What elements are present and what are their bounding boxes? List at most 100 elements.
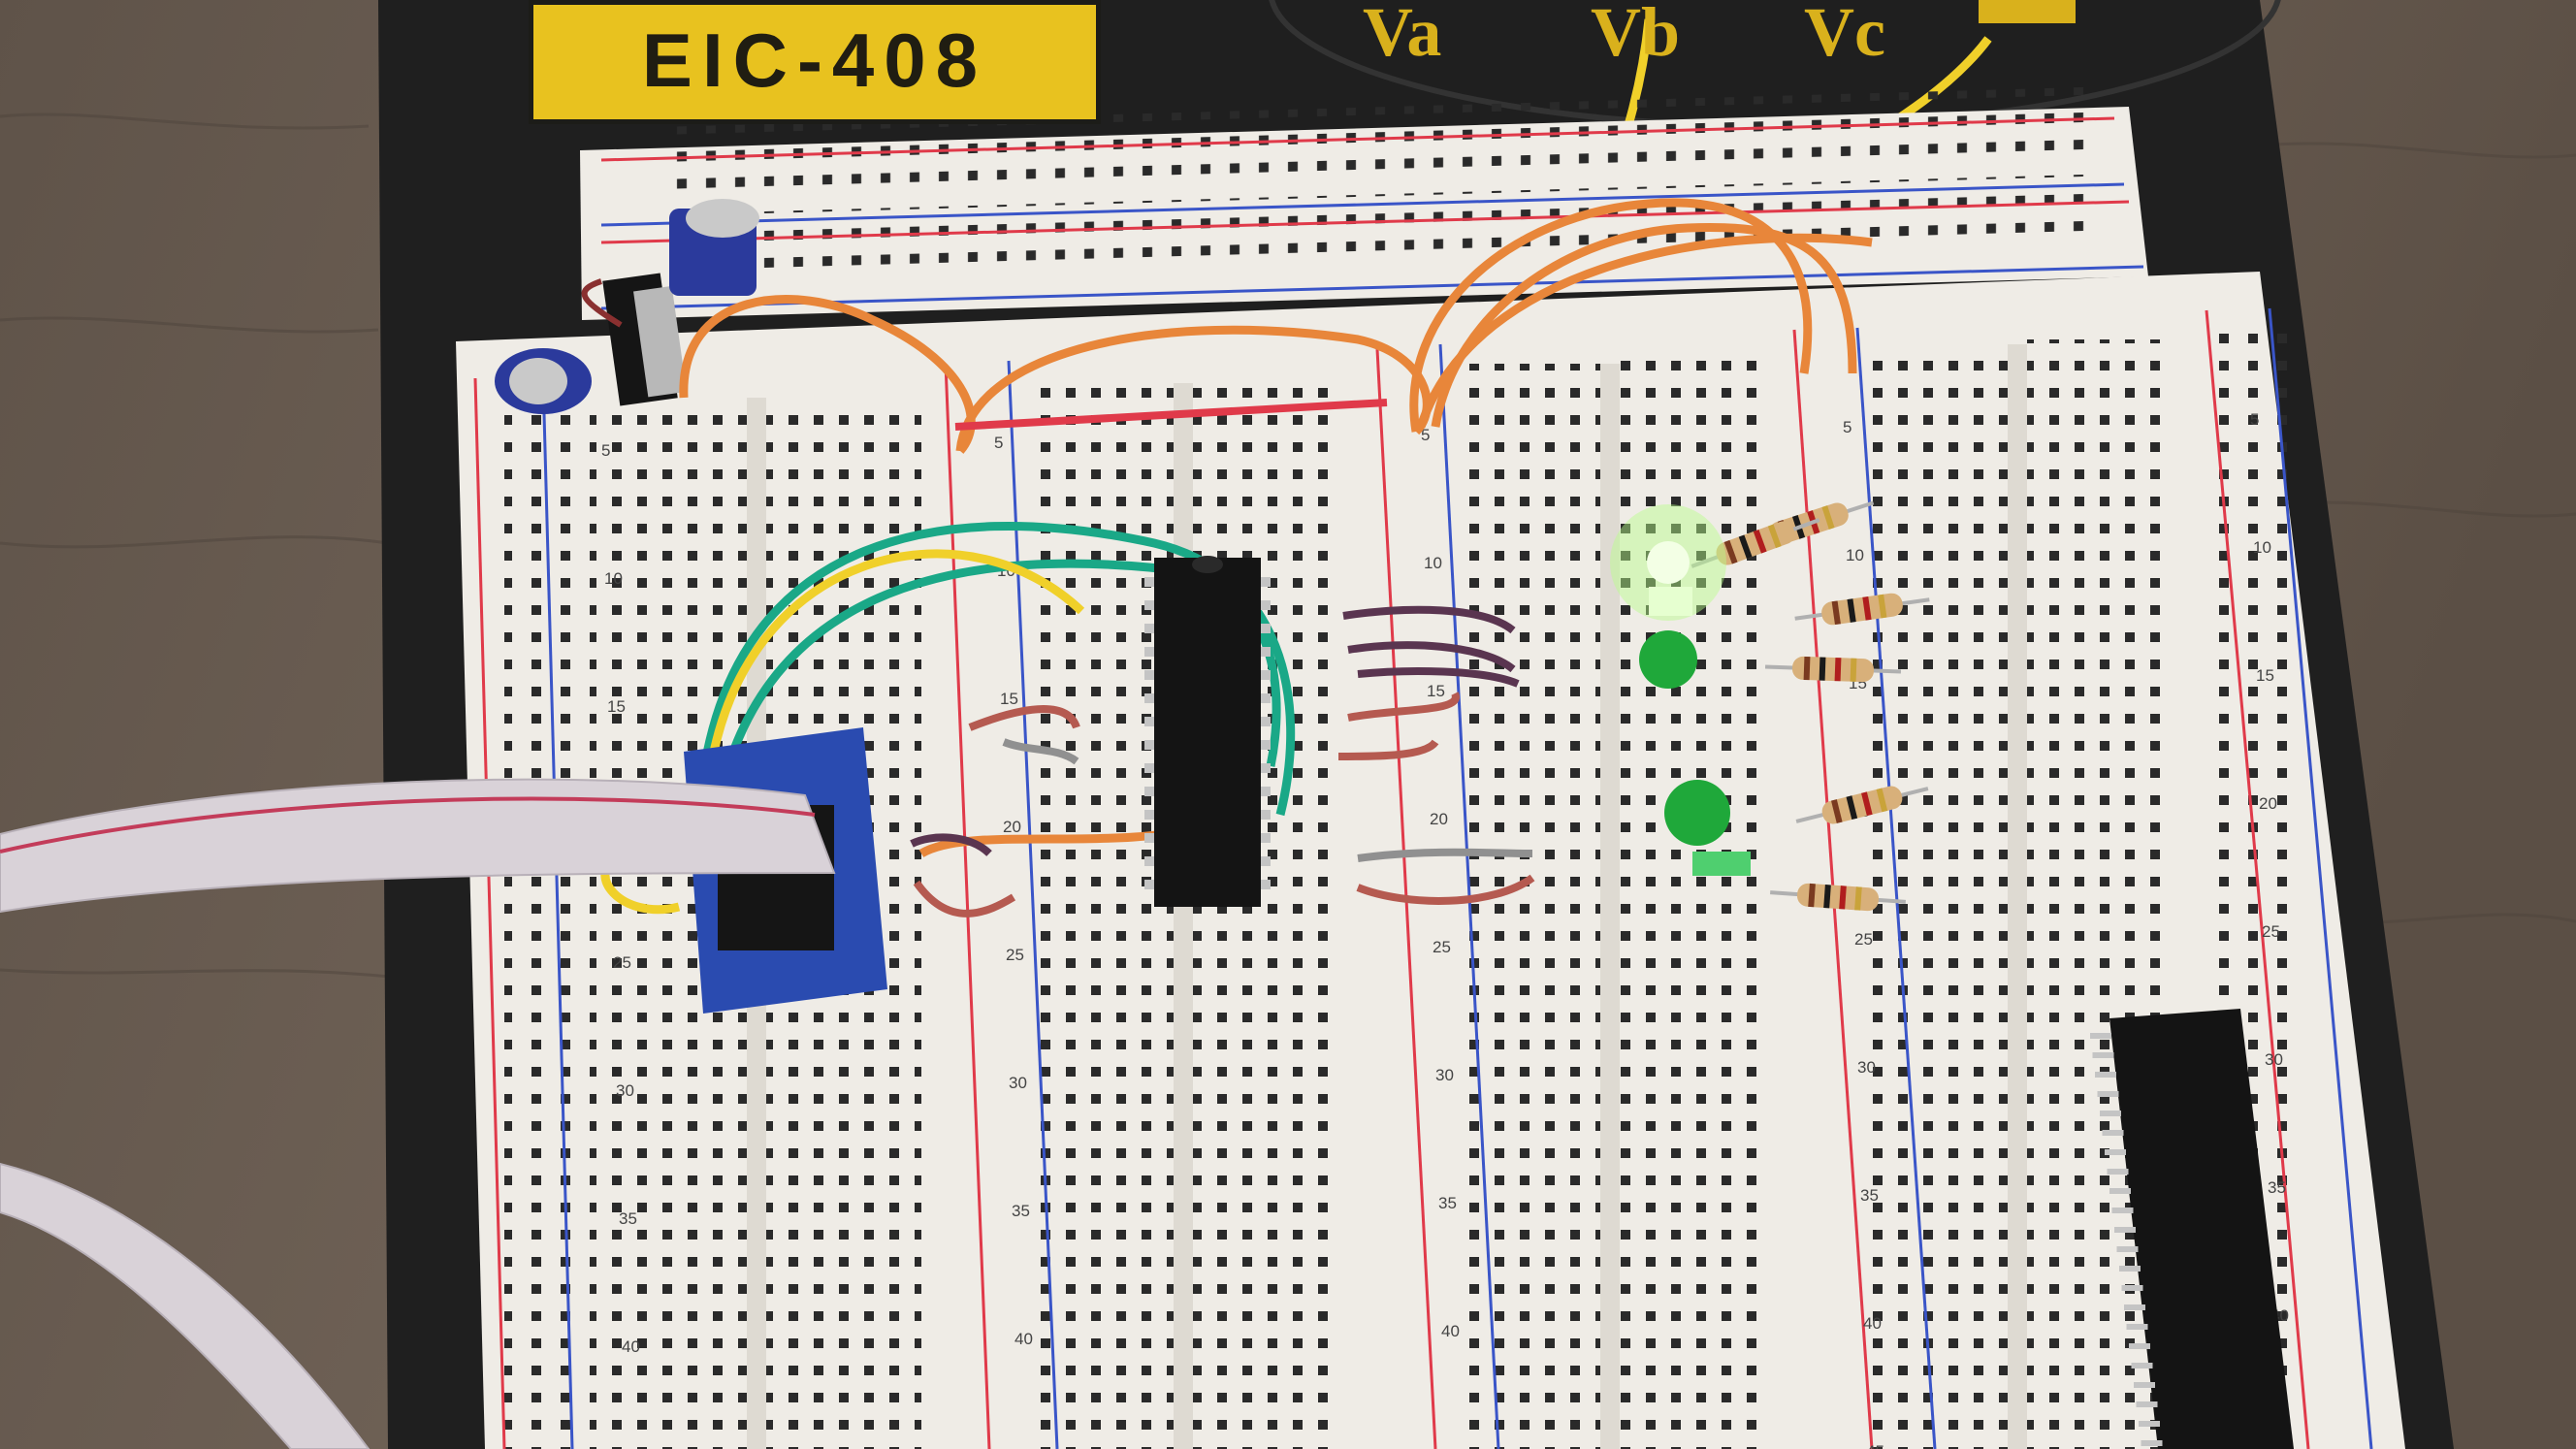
ic-pin [2092,1052,2114,1058]
ic-pin [2090,1033,2111,1039]
red-jumper [954,399,1388,431]
ic-pin [1261,647,1271,657]
ic-pin [2107,1169,2129,1175]
rail-red-2 [600,200,2130,244]
resistor [1764,656,1902,683]
ic-pin [2097,1091,2119,1097]
resistor [1770,883,1906,912]
ic-pin [1261,787,1271,796]
ic-pin [1261,810,1271,820]
ic-pin [1144,833,1154,843]
row-number-label: 45 [1866,1442,1884,1449]
row-number-label: 30 [1435,1066,1454,1084]
terminal-label-vc: Vc [1804,0,1885,71]
rail-blue-2 [600,265,2144,310]
ic-pin [1144,624,1154,633]
row-number-label: 5 [2250,410,2259,429]
ic-pin [2119,1266,2141,1272]
row-number-label: 5 [1421,426,1430,444]
regulator-lead [581,278,623,328]
row-number-label: 35 [2268,1178,2286,1197]
ic-pin [1144,763,1154,773]
ic-pin [1144,577,1154,587]
row-number-label: 10 [604,569,623,588]
resistor [1690,518,1820,568]
ic-pin [2095,1072,2116,1078]
row-number-label: 25 [1433,938,1451,956]
ic-pin [1144,787,1154,796]
row-number-label: 10 [1424,554,1442,572]
row-number-label: 10 [1846,546,1864,564]
ic-pin [2136,1401,2158,1407]
led-2 [1639,630,1697,689]
ic-pin [1261,693,1271,703]
row-number-label: 40 [1014,1330,1033,1348]
row-number-label: 5 [1843,418,1852,436]
ic-pin [2126,1324,2148,1330]
ic-pin [1144,810,1154,820]
ic-chip-main [1144,556,1271,907]
ic-pin [2116,1246,2139,1252]
ic-pin [2105,1149,2126,1155]
row-number-label: 15 [2256,666,2274,685]
short-jumpers [910,605,1535,918]
ic-pin [2100,1111,2121,1116]
ic-pin [1144,647,1154,657]
board-label: EIC-408 [641,17,988,103]
row-number-label: 25 [1006,946,1024,964]
row-number-label: 20 [1430,810,1448,828]
ic-pin [2102,1130,2124,1136]
board-label-plate: EIC-408 [529,0,1101,124]
resistor [1794,593,1930,626]
green-wire-1 [698,521,1296,817]
ic-pin [2129,1343,2150,1349]
power-rail-holes-2 [660,174,2095,283]
ic-pin [1261,717,1271,726]
ic-pin [1144,600,1154,610]
row-number-label: 40 [622,1337,640,1356]
ic-pin [1144,740,1154,750]
ic-pin [1261,763,1271,773]
orange-jumpers [679,198,1873,857]
ic-pin [1261,833,1271,843]
ic-pin [2111,1208,2134,1213]
row-number-label: 25 [613,953,631,972]
row-number-label: 25 [2262,922,2280,941]
capacitor-1 [669,199,759,296]
capacitor-2 [495,348,592,414]
ic-pin [1261,600,1271,610]
row-number-label: 25 [1854,930,1873,949]
ic-pin [1144,880,1154,889]
led-1 [1610,504,1726,621]
row-number-label: 20 [2259,794,2277,813]
row-number-label: 5 [994,434,1003,452]
row-number-label: 15 [1427,682,1445,700]
row-number-label: 30 [2265,1050,2283,1069]
ic-pin [2131,1363,2153,1368]
power-rail-holes-1 [660,86,2095,196]
ic-pin [2124,1304,2145,1310]
terminal-label-va: Va [1363,0,1442,71]
led-3 [1664,780,1751,876]
ic-pin [1144,856,1154,866]
ic-pin [2114,1227,2136,1233]
row-number-label: 35 [1438,1194,1457,1212]
ic-chip-large [2090,1009,2294,1449]
row-number-label: 35 [1012,1202,1030,1220]
ground-terminal [1979,0,2076,23]
resistors [1690,500,1930,912]
row-number-label: 35 [1860,1186,1879,1205]
row-number-label: 40 [1863,1314,1882,1333]
ic-pin [2141,1440,2163,1446]
ic-pin [1144,717,1154,726]
row-number-label: 30 [1009,1074,1027,1092]
ic-pin [1261,670,1271,680]
ic-pin [2139,1421,2160,1427]
ribbon-cable [0,778,836,1449]
rail-blue-1 [600,182,2125,227]
ic-pin [1144,693,1154,703]
ic-pin [2109,1188,2131,1194]
resistor [1795,786,1929,824]
ic-pin [2134,1382,2155,1388]
